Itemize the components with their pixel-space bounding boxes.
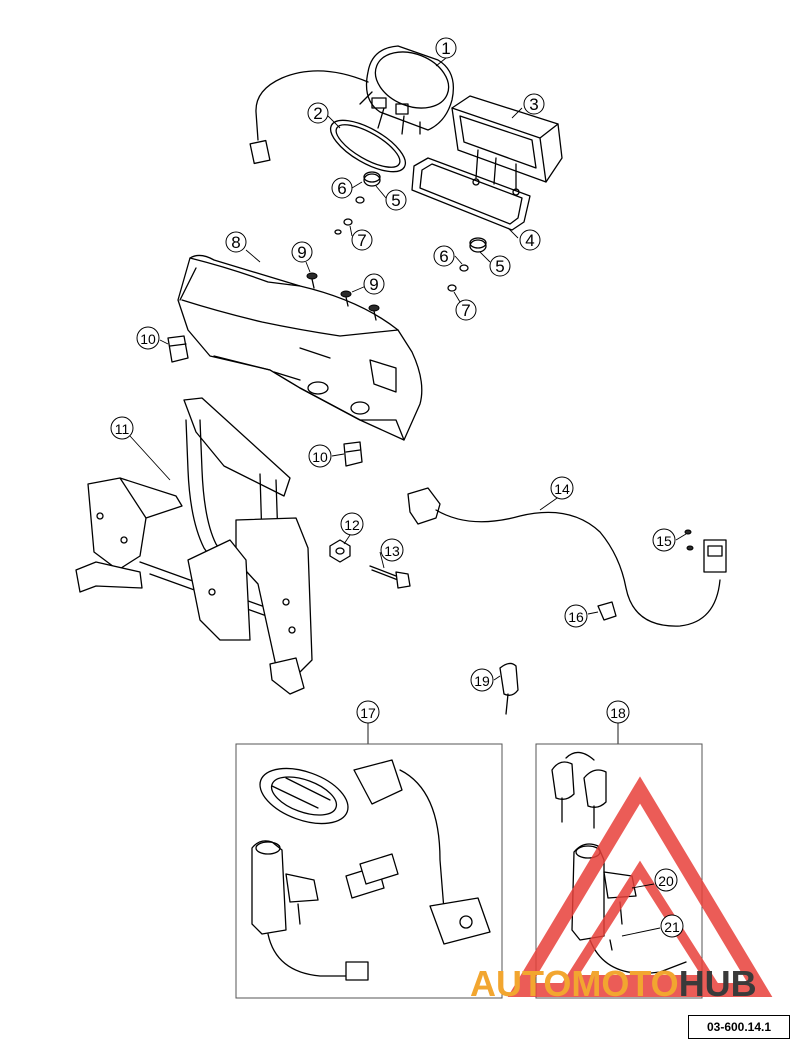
grommets-lower	[447, 237, 487, 292]
screws-part-15	[684, 529, 694, 551]
callout-19: 19	[470, 668, 494, 692]
callout-17: 17	[356, 700, 380, 724]
callout-label: 2	[313, 104, 322, 123]
clip-part-10b	[343, 441, 363, 467]
callout-3: 3	[523, 93, 545, 115]
callout-14: 14	[550, 476, 574, 500]
watermark-part1: AUTO	[470, 963, 571, 1004]
callout-6: 6	[331, 177, 353, 199]
callout-label: 7	[461, 301, 470, 320]
callout-label: 18	[610, 705, 626, 721]
callout-15: 15	[652, 528, 676, 552]
watermark-part2: MOTO	[571, 963, 678, 1004]
callout-13: 13	[380, 538, 404, 562]
callout-10: 10	[308, 444, 332, 468]
clip-part-16	[597, 601, 617, 621]
callout-12: 12	[340, 512, 364, 536]
callout-16: 16	[564, 604, 588, 628]
gasket-part-2	[329, 119, 407, 173]
callout-label: 11	[115, 421, 130, 437]
callout-1: 1	[435, 37, 457, 59]
callout-label: 14	[554, 481, 570, 497]
callout-label: 6	[439, 247, 448, 266]
callout-7: 7	[351, 229, 373, 251]
callout-label: 3	[529, 95, 538, 114]
callout-9: 9	[291, 241, 313, 263]
callout-label: 5	[495, 257, 504, 276]
nut-part-12	[329, 539, 351, 563]
grommets-upper	[334, 171, 381, 235]
key-part-19	[499, 662, 519, 715]
bolt-part-13	[369, 565, 411, 589]
callout-20: 20	[654, 868, 678, 892]
callout-11: 11	[110, 416, 134, 440]
callout-label: 15	[656, 533, 672, 549]
part-number-label: 03-600.14.1	[688, 1015, 790, 1039]
callout-2: 2	[307, 102, 329, 124]
callout-label: 9	[297, 243, 306, 262]
clip-part-10a	[167, 335, 189, 363]
kit-frame-part-17	[235, 722, 503, 999]
gasket-part-4	[411, 157, 531, 231]
callout-5: 5	[385, 189, 407, 211]
cover-part-8	[177, 254, 423, 441]
callout-label: 6	[337, 179, 346, 198]
display-part-3	[451, 95, 563, 196]
callout-label: 21	[664, 919, 680, 935]
callout-21: 21	[660, 914, 684, 938]
callout-label: 8	[231, 233, 240, 252]
watermark-text: AUTOMOTOHUB	[470, 963, 757, 1004]
callout-label: 16	[568, 609, 584, 625]
callout-label: 4	[525, 231, 534, 250]
watermark-part3: HUB	[679, 963, 757, 1004]
callout-7: 7	[455, 299, 477, 321]
screws-part-9	[306, 272, 380, 321]
bracket-part-11	[75, 397, 313, 695]
callout-label: 10	[312, 449, 328, 465]
callout-18: 18	[606, 700, 630, 724]
callout-10: 10	[136, 326, 160, 350]
callout-label: 19	[474, 673, 490, 689]
callout-label: 20	[658, 873, 674, 889]
callout-label: 12	[344, 517, 360, 533]
callout-label: 7	[357, 231, 366, 250]
callout-label: 9	[369, 275, 378, 294]
gauge-part-1	[249, 45, 455, 165]
watermark-logo	[507, 776, 773, 997]
callout-6: 6	[433, 245, 455, 267]
callout-label: 10	[140, 331, 156, 347]
leader-lines	[129, 57, 687, 937]
cable-part-14	[407, 487, 727, 627]
callout-8: 8	[225, 231, 247, 253]
callout-label: 13	[384, 543, 400, 559]
callout-label: 17	[360, 705, 376, 721]
callout-label: 1	[441, 39, 450, 58]
callout-4: 4	[519, 229, 541, 251]
callout-label: 5	[391, 191, 400, 210]
callout-5: 5	[489, 255, 511, 277]
callout-9: 9	[363, 273, 385, 295]
